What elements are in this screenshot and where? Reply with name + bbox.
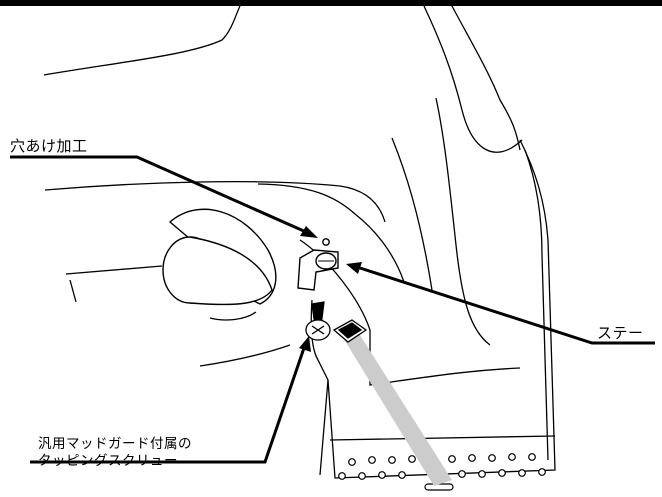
stay-bracket <box>297 238 339 291</box>
stay-callout: ステー <box>597 324 644 342</box>
fender-line-front <box>391 137 433 291</box>
tapping-screw-callout-line2: タッピングスクリュー <box>38 453 178 469</box>
tapping-screw-callout-line1: 汎用マッドガード付属の <box>38 436 192 452</box>
leader-arrowheads <box>299 226 362 352</box>
leader-stay <box>359 266 655 345</box>
leader-lines <box>10 155 655 464</box>
suspension-arm-top <box>65 265 163 275</box>
fender-line-rear <box>435 97 491 346</box>
lower-body-line <box>199 344 291 367</box>
mudflap-left-edge <box>319 379 329 476</box>
tapping-screw-callout: 汎用マッドガード付属の タッピングスクリュー <box>38 436 192 470</box>
fender-line-inner <box>451 5 521 151</box>
mudflap-slot <box>424 483 454 491</box>
top-border-bar <box>0 0 662 6</box>
hub-shaft-body <box>189 236 273 306</box>
body-contour-top <box>43 5 241 76</box>
arrowhead-screw <box>299 336 311 352</box>
mudflap-clip <box>332 319 368 343</box>
leader-drill-hole <box>10 155 307 234</box>
mudflap-bottom-panel <box>329 435 556 441</box>
drill-hole-callout: 穴あけ加工 <box>10 137 88 155</box>
mudflap-outline <box>310 139 556 479</box>
leader-screw <box>30 347 306 464</box>
body-contour-middle <box>44 180 386 223</box>
arrowhead-drill-hole <box>300 226 318 238</box>
drill-hole-mark <box>322 238 330 246</box>
lower-link <box>209 311 257 321</box>
tapping-screw <box>305 301 331 341</box>
vehicle-body-lines <box>43 5 556 479</box>
wheel-hub-assembly <box>162 208 277 306</box>
mudflap-shaded-strap <box>342 332 452 486</box>
wheel-arch-outline <box>257 183 405 283</box>
suspension-arm-bottom <box>69 279 77 303</box>
arrowhead-stay <box>346 262 362 274</box>
mudflap-hole-pattern <box>338 453 546 491</box>
fender-line-outer <box>423 5 523 153</box>
mudflap-inner-edge <box>524 149 549 461</box>
